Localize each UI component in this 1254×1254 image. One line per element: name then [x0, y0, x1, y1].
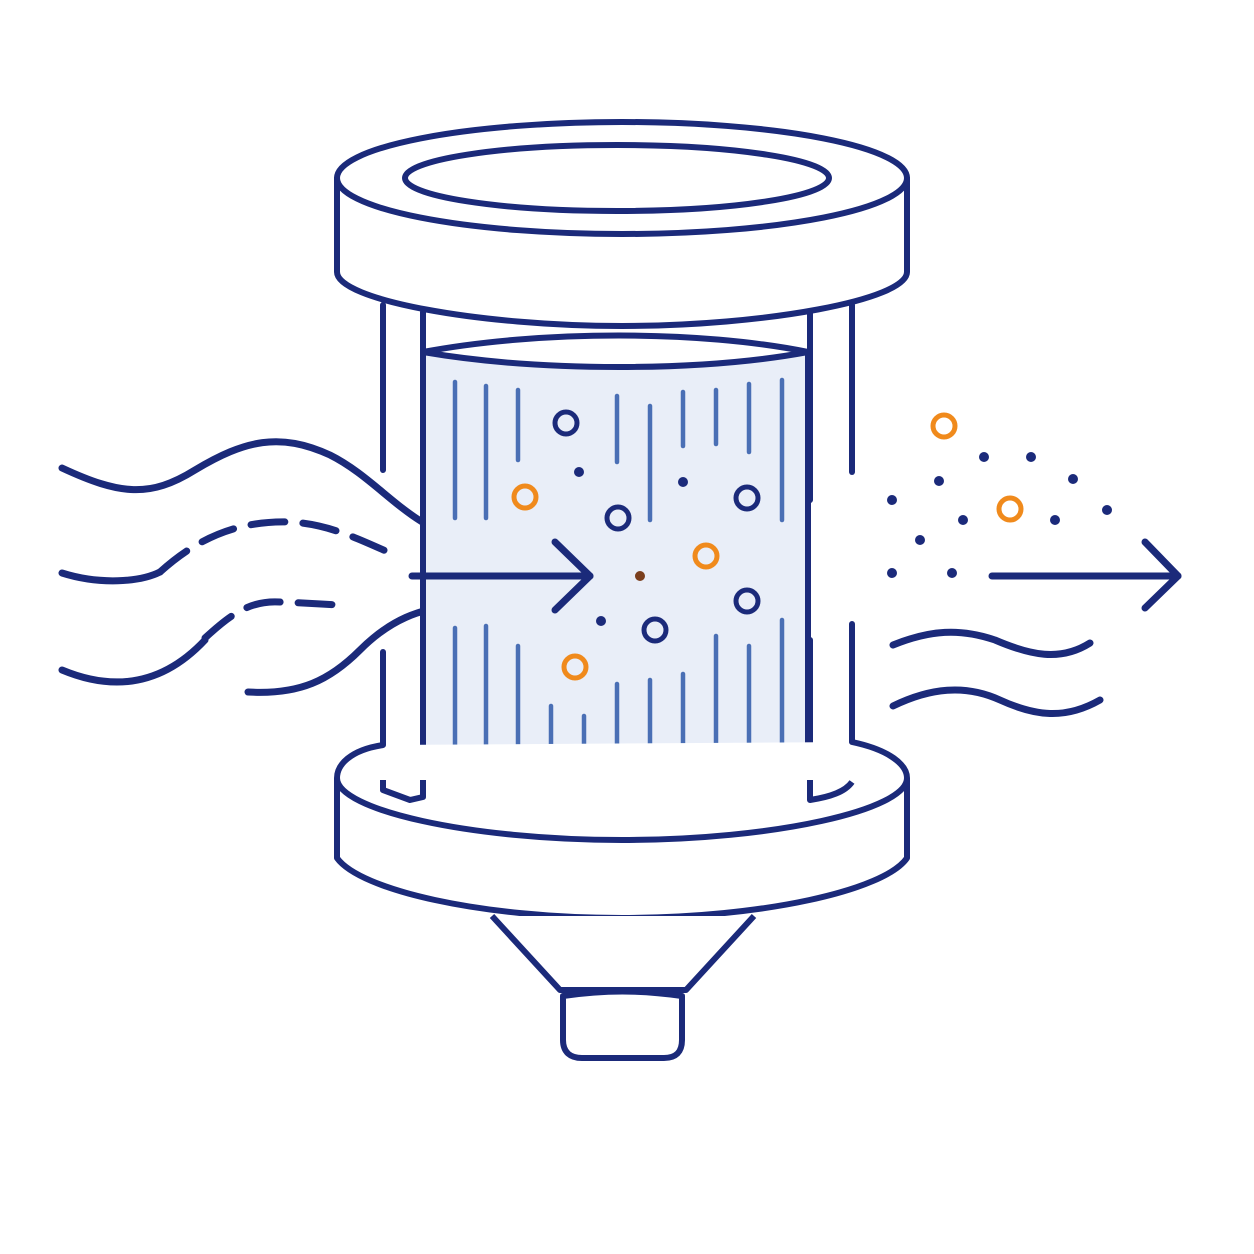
- particle-icon: [947, 568, 957, 578]
- particle-icon: [511, 483, 539, 511]
- drain-nozzle: [489, 913, 757, 1061]
- released-particles: [887, 412, 1112, 578]
- particle-icon: [934, 476, 944, 486]
- nozzle-tip: [560, 988, 685, 1061]
- airflow-out-line-top: [889, 628, 1094, 658]
- airflow-line-lower-dashed: [201, 598, 344, 642]
- particle-icon: [733, 587, 761, 615]
- particle-icon: [1102, 505, 1112, 515]
- airflow-line-middle-dashed: [156, 518, 399, 576]
- bottom-cap-rim: [333, 739, 911, 844]
- top-cap: [334, 119, 910, 329]
- particle-icon: [596, 616, 606, 626]
- particle-icon: [887, 495, 897, 505]
- particle-icon: [678, 477, 688, 487]
- particle-icon: [692, 542, 720, 570]
- particle-icon: [1026, 452, 1036, 462]
- arrow-right-icon: [988, 538, 1182, 612]
- airflow-out-line-bottom: [889, 686, 1104, 718]
- airflow-line-top: [58, 438, 472, 544]
- particle-icon: [552, 409, 580, 437]
- particle-icon: [733, 484, 761, 512]
- airflow-out-icon: [889, 628, 1104, 718]
- top-cap-opening: [402, 142, 832, 214]
- airflow-line-middle: [58, 568, 164, 585]
- particle-icon: [930, 412, 958, 440]
- particle-icon: [887, 568, 897, 578]
- particle-icon: [561, 653, 589, 681]
- particle-icon: [574, 467, 584, 477]
- particle-icon: [641, 616, 669, 644]
- captured-particles: [511, 409, 761, 681]
- particle-icon: [958, 515, 968, 525]
- particle-icon: [915, 535, 925, 545]
- particle-icon: [604, 504, 632, 532]
- arrow-right-icon: [408, 538, 594, 614]
- particle-icon: [996, 495, 1024, 523]
- filter-top-rim: [420, 332, 811, 355]
- airflow-line-bottom: [58, 636, 209, 686]
- filter-cartridge: [333, 119, 911, 1061]
- particle-icon: [635, 571, 645, 581]
- particle-icon: [1068, 474, 1078, 484]
- particle-icon: [979, 452, 989, 462]
- bottom-cap: [333, 739, 911, 921]
- funnel: [489, 913, 757, 993]
- particle-icon: [1050, 515, 1060, 525]
- airflow-in-icon: [58, 438, 472, 696]
